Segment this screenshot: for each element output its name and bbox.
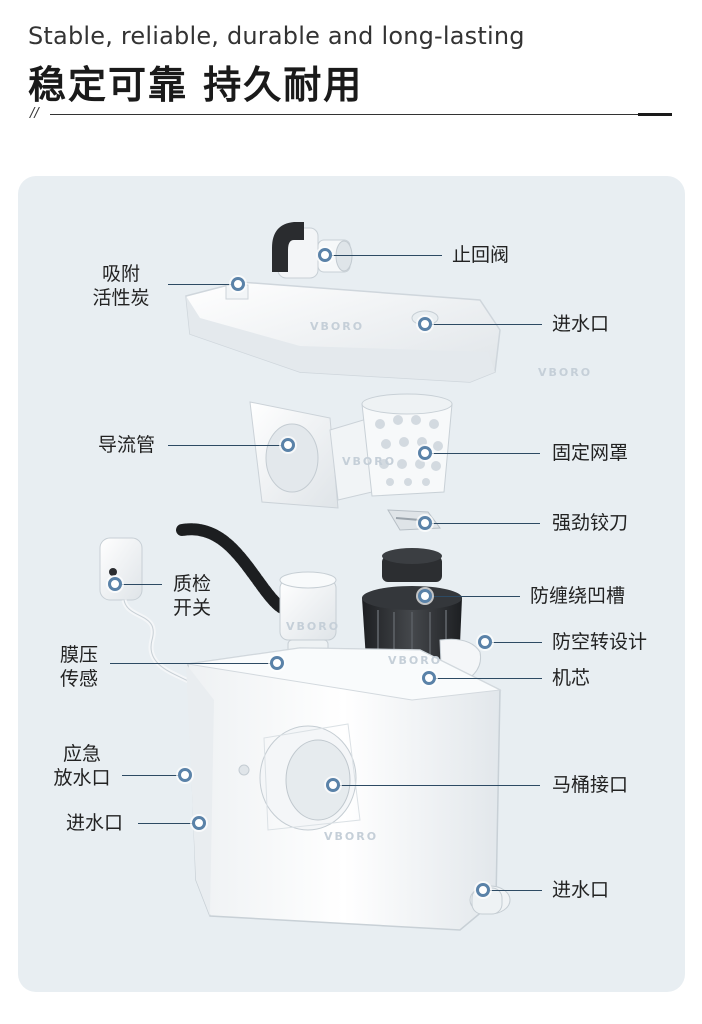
marker-membrane xyxy=(270,656,284,670)
leader-line-inlet-left xyxy=(138,823,198,824)
marker-fixed-mesh xyxy=(418,446,432,460)
label-strong-blade: 强劲铰刀 xyxy=(552,512,629,534)
label-membrane: 膜压 传感 xyxy=(52,643,106,691)
label-fixed-mesh: 固定网罩 xyxy=(552,442,629,464)
label-qc-switch-line2: 开关 xyxy=(172,597,211,619)
brand-mark-tank: VBORO xyxy=(324,830,379,843)
leader-line-blade xyxy=(428,523,540,524)
label-carbon-line2: 活性炭 xyxy=(92,287,150,309)
guide-pipe-and-mesh xyxy=(249,393,453,509)
check-valve-part xyxy=(272,222,353,279)
label-emergency: 应急 放水口 xyxy=(44,742,120,790)
brand-mark-basket: VBORO xyxy=(342,455,397,468)
marker-emergency xyxy=(178,768,192,782)
subtitle-english: Stable, reliable, durable and long-lasti… xyxy=(28,22,525,50)
leader-line-inlet-top xyxy=(430,324,542,325)
leader-line-groove xyxy=(428,596,520,597)
main-tank xyxy=(186,647,511,931)
brand-mark-lid: VBORO xyxy=(310,320,365,333)
label-inlet-top: 进水口 xyxy=(552,313,610,335)
brand-mark-motor: VBORO xyxy=(388,654,443,667)
marker-check-valve xyxy=(318,248,332,262)
divider-line xyxy=(50,114,640,115)
leader-line-inlet-bottom xyxy=(486,890,542,891)
label-carbon-line1: 吸附 xyxy=(101,263,140,285)
label-qc-switch-line1: 质检 xyxy=(172,573,211,595)
label-inlet-left: 进水口 xyxy=(66,812,124,834)
label-check-valve: 止回阀 xyxy=(452,244,510,266)
label-toilet-port: 马桶接口 xyxy=(552,774,629,796)
leader-line-toilet-port xyxy=(336,785,540,786)
label-emergency-line2: 放水口 xyxy=(53,767,111,789)
leader-line-motor-core xyxy=(432,678,542,679)
leader-line-check-valve xyxy=(330,255,442,256)
marker-inlet-top xyxy=(418,317,432,331)
label-inlet-bottom: 进水口 xyxy=(552,879,610,901)
label-emergency-line1: 应急 xyxy=(62,743,101,765)
label-membrane-line2: 传感 xyxy=(59,668,98,690)
label-membrane-line1: 膜压 xyxy=(59,644,98,666)
blade-part xyxy=(387,509,441,531)
leader-line-emergency xyxy=(122,775,184,776)
leader-line-guide-pipe xyxy=(168,445,288,446)
marker-inlet-left xyxy=(192,816,206,830)
marker-inlet-bottom xyxy=(476,883,490,897)
label-guide-pipe: 导流管 xyxy=(98,434,156,456)
leader-line-fixed-mesh xyxy=(428,453,540,454)
marker-motor-core xyxy=(422,671,436,685)
brand-mark-sensor: VBORO xyxy=(286,620,341,633)
marker-toilet-port xyxy=(326,778,340,792)
divider-mark: // xyxy=(30,106,39,121)
label-motor-core: 机芯 xyxy=(552,667,591,689)
label-anti-wind-groove: 防缠绕凹槽 xyxy=(530,585,626,607)
marker-guide-pipe xyxy=(281,438,295,452)
marker-groove xyxy=(418,589,432,603)
divider-accent xyxy=(638,113,672,116)
leader-line-anti-idle xyxy=(488,642,542,643)
label-anti-idle-design: 防空转设计 xyxy=(552,631,648,653)
marker-blade xyxy=(418,516,432,530)
leader-line-carbon xyxy=(168,284,238,285)
marker-carbon xyxy=(231,277,245,291)
leader-line-membrane xyxy=(110,663,280,664)
leader-line-qc-switch xyxy=(118,584,162,585)
marker-qc-switch xyxy=(108,577,122,591)
marker-anti-idle xyxy=(478,635,492,649)
label-carbon: 吸附 活性炭 xyxy=(80,262,162,310)
label-qc-switch: 质检 开关 xyxy=(168,572,216,620)
page-title: 稳定可靠 持久耐用 xyxy=(28,63,364,107)
brand-mark-panel: VBORO xyxy=(538,366,593,379)
